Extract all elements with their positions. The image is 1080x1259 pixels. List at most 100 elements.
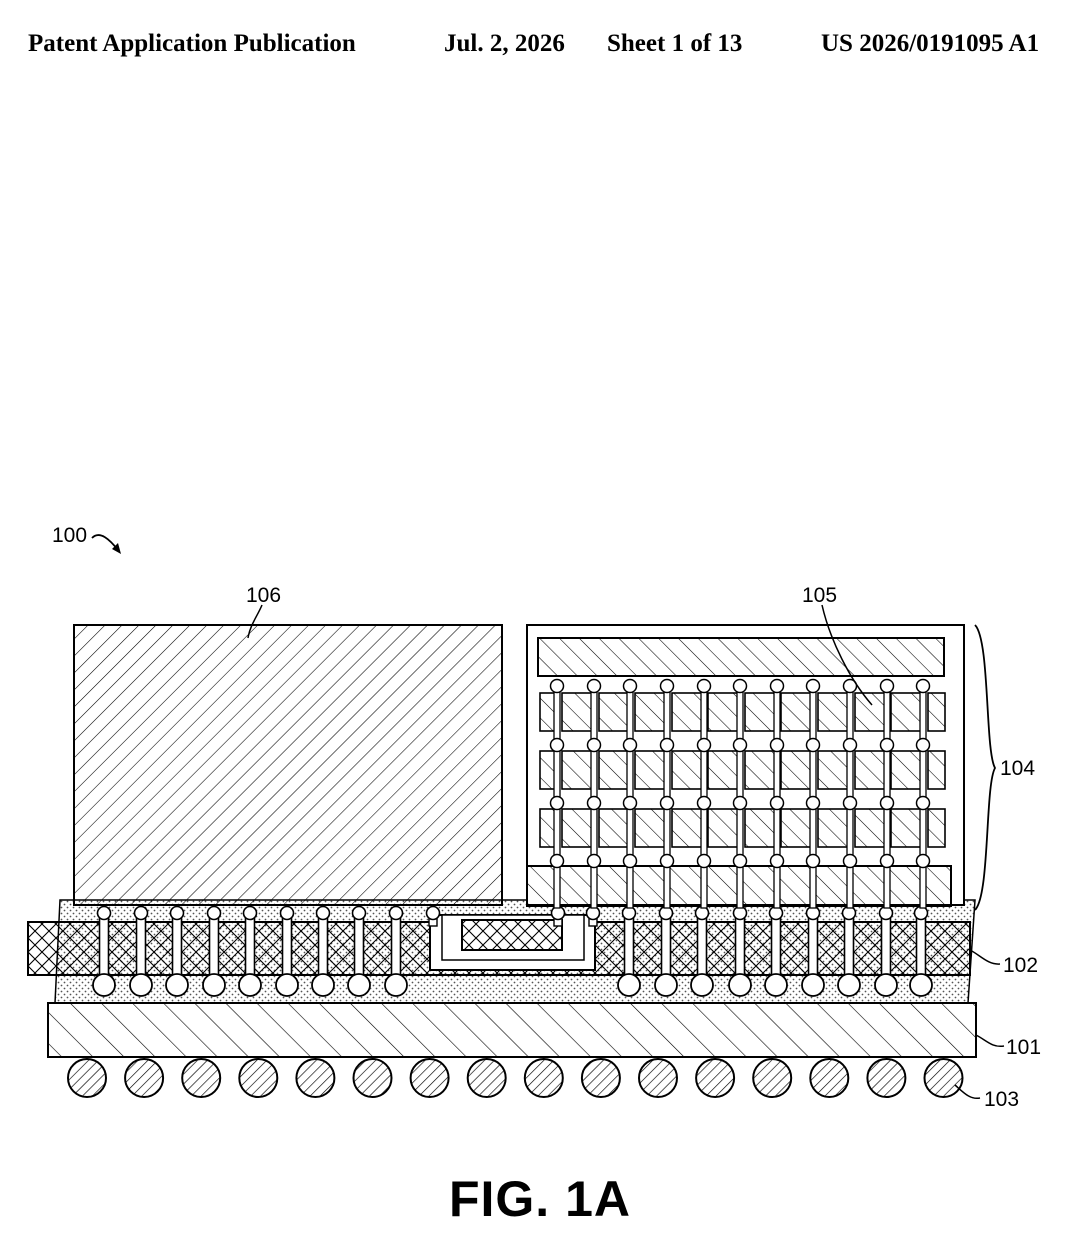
stack-die-tile (854, 692, 887, 732)
solder-ball (181, 1058, 222, 1098)
stack-bump (659, 795, 675, 811)
stack-die-tile (598, 692, 631, 732)
stack-bump (915, 678, 931, 694)
stack-bump (842, 795, 858, 811)
stack-die-tile (744, 808, 777, 848)
solder-ball (466, 1058, 507, 1098)
bump-pad (764, 973, 788, 997)
stack-die-tile (634, 808, 668, 848)
stack-die-tile (671, 808, 704, 848)
stack-bump (842, 737, 858, 753)
ref-106: 106 (246, 584, 281, 607)
stack-die-tile (561, 808, 595, 848)
solder-ball (238, 1058, 279, 1098)
stack-die-tile (744, 750, 777, 790)
stack-die-tile (707, 692, 741, 732)
interconnect-pillar (208, 915, 220, 981)
stack-die-tile (707, 750, 741, 790)
header-date: Jul. 2, 2026 (444, 30, 565, 57)
leader-101 (975, 1034, 1005, 1048)
die-106 (73, 624, 503, 906)
ref-104: 104 (1000, 757, 1035, 780)
stack-die-tile (854, 808, 887, 848)
leader-105 (821, 604, 873, 706)
stack-bump (622, 737, 638, 753)
stack-die-tile (561, 750, 595, 790)
bump-pad (347, 973, 371, 997)
stack-bump (586, 737, 602, 753)
stack-bump (805, 678, 821, 694)
stack-die-tile (598, 808, 631, 848)
bump-pad (311, 973, 335, 997)
bump-pad (202, 973, 226, 997)
interconnect-pillar (623, 915, 635, 981)
stack-bump (696, 853, 712, 869)
solder-ball (580, 1058, 621, 1098)
stack-bump (805, 795, 821, 811)
interconnect-pillar (390, 915, 402, 981)
interconnect-pillar (915, 915, 927, 981)
solder-ball (752, 1058, 793, 1098)
bridge-die (461, 919, 563, 951)
bump-pad (384, 973, 408, 997)
stack-bump (622, 795, 638, 811)
stack-bump (805, 853, 821, 869)
bump-pad (654, 973, 678, 997)
interconnect-pillar (843, 915, 855, 981)
stack-bump (842, 678, 858, 694)
ref-103: 103 (984, 1088, 1019, 1111)
stack-bump (549, 678, 565, 694)
stack-die-tile (707, 808, 741, 848)
microbump (425, 905, 441, 921)
solder-ball (638, 1058, 678, 1098)
ref-100: 100 (52, 524, 87, 547)
interconnect-pillar (770, 915, 782, 981)
package-substrate (47, 1002, 977, 1058)
stack-bump (805, 737, 821, 753)
microbump (388, 905, 404, 921)
stack-bump (622, 853, 638, 869)
stack-bump (549, 737, 565, 753)
arrow-icon (112, 543, 121, 554)
solder-ball (295, 1058, 336, 1098)
ref-101: 101 (1006, 1036, 1041, 1059)
stack-die-tile (927, 808, 946, 848)
interconnect-pillar (171, 915, 183, 981)
leader-103 (954, 1084, 981, 1100)
interconnect-pillar (807, 915, 819, 981)
stack-die-tile (817, 808, 851, 848)
stack-bump (842, 853, 858, 869)
stack-bump (769, 737, 785, 753)
stack-bump (659, 737, 675, 753)
stack-bump (659, 678, 675, 694)
microbump (242, 905, 258, 921)
interconnect-pillar (281, 915, 293, 981)
solder-ball (809, 1058, 850, 1098)
stack-die-tile (671, 750, 704, 790)
solder-ball (409, 1058, 450, 1098)
stack-die-tile (780, 692, 814, 732)
bump-pad (690, 973, 714, 997)
interconnect-pillar (317, 915, 329, 981)
leader-102 (969, 949, 1001, 965)
interconnect-pillar (135, 915, 147, 981)
figure-caption: FIG. 1A (448, 1171, 632, 1227)
stack-bump (732, 853, 748, 869)
header-sheet: Sheet 1 of 13 (607, 30, 743, 57)
stack-die-tile (890, 750, 924, 790)
stack-die-tile (927, 750, 946, 790)
bump-pad (238, 973, 262, 997)
solder-ball (866, 1058, 907, 1098)
stack-bump (915, 853, 931, 869)
stack-bump (769, 795, 785, 811)
stack-bump (586, 678, 602, 694)
microbump (96, 905, 112, 921)
header-patent-number: US 2026/0191095 A1 (821, 30, 1040, 57)
bump-pad (728, 973, 752, 997)
microbump (169, 905, 185, 921)
bump-pad (837, 973, 861, 997)
stack-die-tile (927, 692, 946, 732)
microbump (279, 905, 295, 921)
stack-bump (586, 853, 602, 869)
